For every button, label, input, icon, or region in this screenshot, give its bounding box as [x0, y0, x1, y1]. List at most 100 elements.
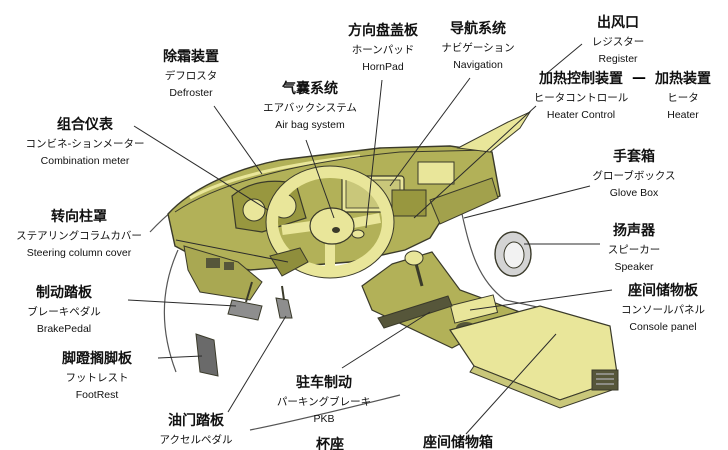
label-steering-column-cover-ja: ステアリングコラムカバー	[16, 230, 142, 242]
label-console-panel-ja: コンソールパネル	[621, 304, 705, 316]
label-accelerator-pedal-ja: アクセルペダル	[159, 434, 233, 446]
horn-pad-dot	[351, 229, 365, 239]
label-heater-control-en: Heater Control	[546, 109, 616, 121]
leader-defroster	[213, 105, 263, 175]
brake-pedal	[227, 299, 263, 321]
rear-vent-slats	[596, 373, 614, 385]
brake-arm	[245, 281, 253, 303]
leader-column	[175, 239, 289, 263]
label-speaker-en: Speaker	[614, 261, 654, 273]
label-console-box: 座间储物箱	[406, 434, 510, 450]
floor-outline-lower	[249, 394, 401, 431]
label-navigation-zh: 导航系统	[450, 21, 506, 37]
label-airbag-en: Air bag system	[275, 119, 345, 131]
horn-pad	[309, 207, 355, 245]
label-brake-pedal: 制动踏板 ブレーキペダル BrakePedal	[10, 284, 118, 337]
leader-console-box	[465, 333, 557, 435]
leader-lines	[127, 43, 613, 435]
label-footrest-zh: 脚蹬搁脚板	[62, 351, 132, 367]
leader-navigation	[389, 77, 471, 187]
label-glove-box-zh: 手套箱	[613, 149, 655, 165]
label-accelerator-pedal: 油门踏板 アクセルペダル	[148, 412, 244, 448]
label-speaker-zh: 扬声器	[613, 223, 655, 239]
label-defroster: 除霜装置 デフロスタ Defroster	[149, 48, 233, 101]
parking-brake-handle	[377, 295, 453, 329]
leader-register	[545, 43, 583, 75]
label-combination-meter-zh: 组合仪表	[57, 117, 113, 133]
leader-glovebox	[463, 185, 591, 219]
leader-brake	[127, 299, 237, 307]
label-defroster-zh: 除霜装置	[163, 49, 219, 65]
label-navigation-en: Navigation	[453, 59, 503, 71]
label-speaker-ja: スピーカー	[607, 244, 661, 256]
label-combination-meter-ja: コンビネ-ションメーター	[25, 138, 145, 150]
label-hornpad: 方向盘盖板 ホーンパッド HornPad	[338, 22, 428, 75]
label-navigation: 导航系统 ナビゲーション Navigation	[432, 20, 524, 73]
glove-box	[429, 177, 499, 225]
label-cup-holder-zh: 杯座	[316, 437, 344, 450]
leader-console-panel	[469, 289, 613, 311]
label-heater-control: 加热控制装置 ヒータコントロール Heater Control	[524, 70, 638, 123]
airbag-emblem	[332, 227, 340, 233]
lower-dash-left	[183, 245, 263, 301]
label-footrest-en: FootRest	[75, 389, 119, 401]
label-register-ja: レジスター	[591, 36, 645, 48]
label-combination-meter-en: Combination meter	[40, 155, 130, 167]
leader-hornpad	[365, 79, 383, 229]
label-heater-control-zh: 加热控制装置	[539, 71, 623, 87]
shift-knob	[404, 250, 424, 266]
label-console-panel-zh: 座间储物板	[628, 283, 698, 299]
steering-spoke-left	[281, 221, 313, 235]
label-parking-brake: 驻车制动 パーキングブレーキ PKB	[262, 374, 386, 427]
label-steering-column-cover: 转向柱罩 ステアリングコラムカバー Steering column cover	[4, 208, 154, 261]
leader-accelerator	[227, 315, 287, 413]
label-airbag-ja: エアバックシステム	[263, 102, 357, 114]
label-heater: 加热装置 ヒータ Heater	[650, 70, 716, 123]
steering-column	[269, 247, 309, 277]
register-duct	[456, 110, 532, 153]
leader-footrest	[157, 355, 203, 359]
label-steering-column-cover-zh: 转向柱罩	[51, 209, 107, 225]
footrest-plate	[195, 333, 219, 377]
label-parking-brake-ja: パーキングブレーキ	[276, 396, 372, 408]
windshield-edge	[174, 149, 491, 213]
label-combination-meter: 组合仪表 コンビネ-ションメーター Combination meter	[14, 116, 156, 169]
label-cup-holder: 杯座	[300, 436, 360, 450]
label-console-box-zh: 座间储物箱	[423, 435, 493, 450]
leader-pkb	[341, 311, 431, 369]
leader-airbag	[305, 139, 335, 219]
lower-dash-switch-2	[224, 262, 234, 270]
meter-dial-left	[242, 198, 266, 222]
label-heater-en: Heater	[667, 109, 699, 121]
label-register: 出风口 レジスター Register	[578, 14, 658, 67]
label-speaker: 扬声器 スピーカー Speaker	[596, 222, 672, 275]
center-vent	[417, 161, 455, 185]
lower-dash-switch	[206, 258, 220, 268]
label-footrest: 脚蹬搁脚板 フットレスト FootRest	[38, 350, 156, 403]
defroster-strip	[189, 154, 361, 200]
separator-dash: —	[632, 70, 646, 86]
rear-vent	[591, 369, 619, 391]
label-airbag-zh: 气囊系统	[282, 81, 338, 97]
label-hornpad-en: HornPad	[362, 61, 404, 73]
label-steering-column-cover-en: Steering column cover	[26, 247, 132, 259]
label-footrest-ja: フットレスト	[65, 372, 129, 384]
label-brake-pedal-zh: 制动踏板	[36, 285, 92, 301]
label-console-panel: 座间储物板 コンソールパネル Console panel	[606, 282, 720, 335]
label-register-zh: 出风口	[597, 15, 639, 31]
label-defroster-ja: デフロスタ	[164, 70, 218, 82]
label-register-en: Register	[598, 53, 638, 65]
label-brake-pedal-ja: ブレーキペダル	[27, 306, 101, 318]
label-defroster-en: Defroster	[169, 87, 213, 99]
label-brake-pedal-en: BrakePedal	[36, 323, 92, 335]
steering-wheel-rim-outline	[265, 165, 395, 279]
leader-heater-ctrl	[413, 105, 537, 219]
label-hornpad-zh: 方向盘盖板	[348, 23, 418, 39]
label-heater-control-ja: ヒータコントロール	[533, 92, 629, 104]
leader-meter	[133, 125, 269, 211]
speaker-cone	[503, 241, 525, 269]
label-airbag: 气囊系统 エアバックシステム Air bag system	[262, 80, 358, 133]
label-heater-zh: 加热装置	[655, 71, 711, 87]
